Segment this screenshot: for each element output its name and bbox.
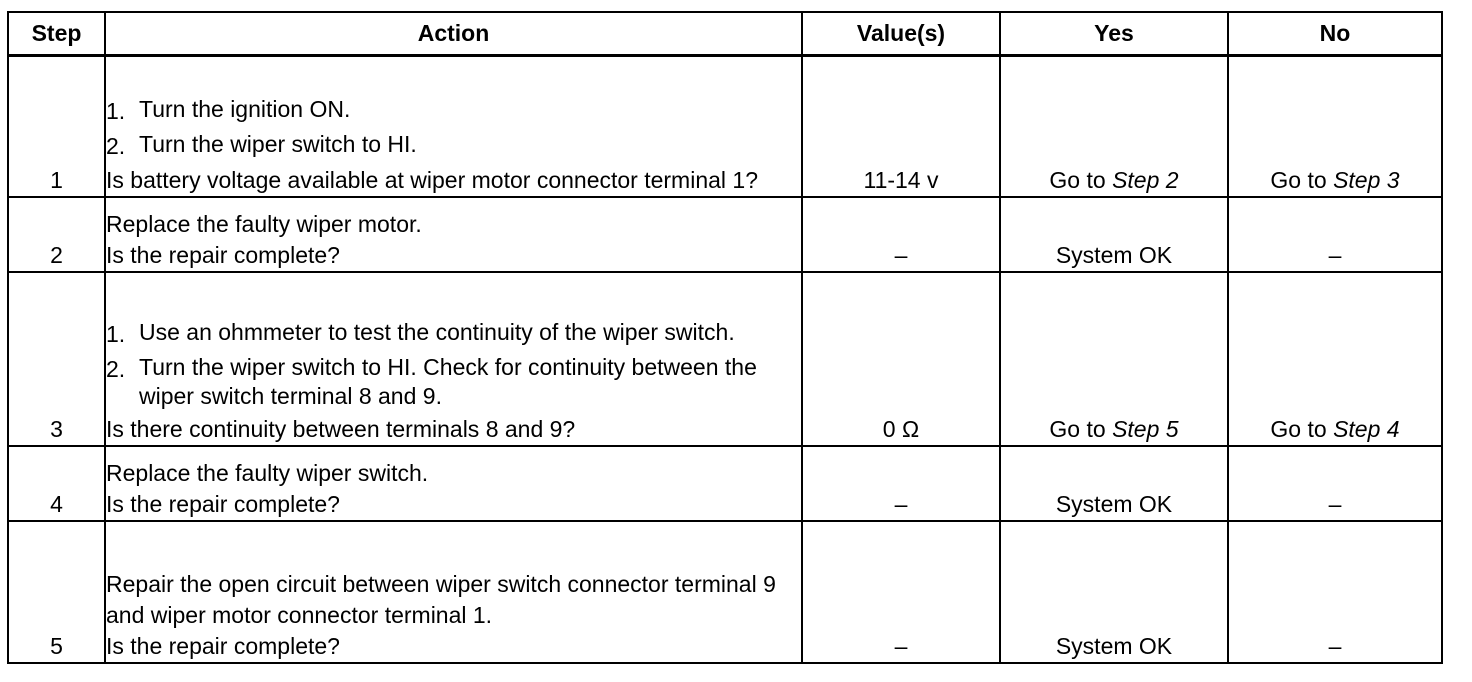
action-cell: Replace the faulty wiper switch. Is the … xyxy=(104,445,803,522)
step-number: 3 xyxy=(7,271,106,447)
value-cell: 0 Ω xyxy=(801,271,1001,447)
header-yes: Yes xyxy=(999,11,1229,57)
list-item: 1. Use an ohmmeter to test the continuit… xyxy=(106,318,801,350)
step-reference: Step 5 xyxy=(1112,416,1179,442)
table-row: 2 Replace the faulty wiper motor. Is the… xyxy=(7,196,1443,273)
header-value: Value(s) xyxy=(801,11,1001,57)
list-item: 1. Turn the ignition ON. xyxy=(106,95,801,127)
yes-cell: System OK xyxy=(999,445,1229,522)
action-cell: Repair the open circuit between wiper sw… xyxy=(104,520,803,664)
list-text: Turn the wiper switch to HI. Check for c… xyxy=(139,354,757,409)
table-row: 4 Replace the faulty wiper switch. Is th… xyxy=(7,445,1443,522)
question-text: Is the repair complete? xyxy=(106,242,340,268)
step-number: 4 xyxy=(7,445,106,522)
diagnostic-table: Step Action Value(s) Yes No 1 1. Turn th… xyxy=(7,11,1443,664)
list-item: 2. Turn the wiper switch to HI. Check fo… xyxy=(106,353,801,411)
action-cell: 1. Turn the ignition ON. 2. Turn the wip… xyxy=(104,54,803,198)
statement-text: Repair the open circuit between wiper sw… xyxy=(106,571,776,628)
list-text: Turn the wiper switch to HI. xyxy=(139,131,417,157)
no-cell: – xyxy=(1227,445,1443,522)
question-text: Is battery voltage available at wiper mo… xyxy=(106,167,758,193)
goto-prefix: Go to xyxy=(1270,416,1327,442)
list-number: 2. xyxy=(106,133,126,159)
list-number: 1. xyxy=(106,98,126,124)
goto-prefix: Go to xyxy=(1049,167,1106,193)
step-reference: Step 3 xyxy=(1333,167,1400,193)
statement-text: Replace the faulty wiper switch. xyxy=(106,460,429,486)
header-step: Step xyxy=(7,11,106,57)
statement-text: Replace the faulty wiper motor. xyxy=(106,211,422,237)
yes-cell: System OK xyxy=(999,196,1229,273)
action-cell: 1. Use an ohmmeter to test the continuit… xyxy=(104,271,803,447)
step-reference: Step 2 xyxy=(1112,167,1179,193)
goto-prefix: Go to xyxy=(1049,416,1106,442)
no-cell: – xyxy=(1227,520,1443,664)
no-cell: Go to Step 3 xyxy=(1227,54,1443,198)
question-text: Is the repair complete? xyxy=(106,633,340,659)
yes-cell: Go to Step 5 xyxy=(999,271,1229,447)
list-text: Turn the ignition ON. xyxy=(139,96,351,122)
list-item: 2. Turn the wiper switch to HI. xyxy=(106,130,801,162)
step-number: 2 xyxy=(7,196,106,273)
table-row: 1 1. Turn the ignition ON. 2. Turn the w… xyxy=(7,54,1443,198)
no-cell: Go to Step 4 xyxy=(1227,271,1443,447)
step-number: 1 xyxy=(7,54,106,198)
yes-cell: System OK xyxy=(999,520,1229,664)
list-text: Use an ohmmeter to test the continuity o… xyxy=(139,319,735,345)
yes-cell: Go to Step 2 xyxy=(999,54,1229,198)
action-cell: Replace the faulty wiper motor. Is the r… xyxy=(104,196,803,273)
list-number: 1. xyxy=(106,321,126,347)
header-action: Action xyxy=(104,11,803,57)
table-row: 5 Repair the open circuit between wiper … xyxy=(7,520,1443,664)
header-row: Step Action Value(s) Yes No xyxy=(7,11,1443,57)
question-text: Is the repair complete? xyxy=(106,491,340,517)
value-cell: – xyxy=(801,196,1001,273)
value-cell: 11-14 v xyxy=(801,54,1001,198)
table-row: 3 1. Use an ohmmeter to test the continu… xyxy=(7,271,1443,447)
value-cell: – xyxy=(801,445,1001,522)
question-text: Is there continuity between terminals 8 … xyxy=(106,416,576,442)
header-no: No xyxy=(1227,11,1443,57)
list-number: 2. xyxy=(106,356,126,382)
step-reference: Step 4 xyxy=(1333,416,1400,442)
value-cell: – xyxy=(801,520,1001,664)
no-cell: – xyxy=(1227,196,1443,273)
goto-prefix: Go to xyxy=(1270,167,1327,193)
step-number: 5 xyxy=(7,520,106,664)
